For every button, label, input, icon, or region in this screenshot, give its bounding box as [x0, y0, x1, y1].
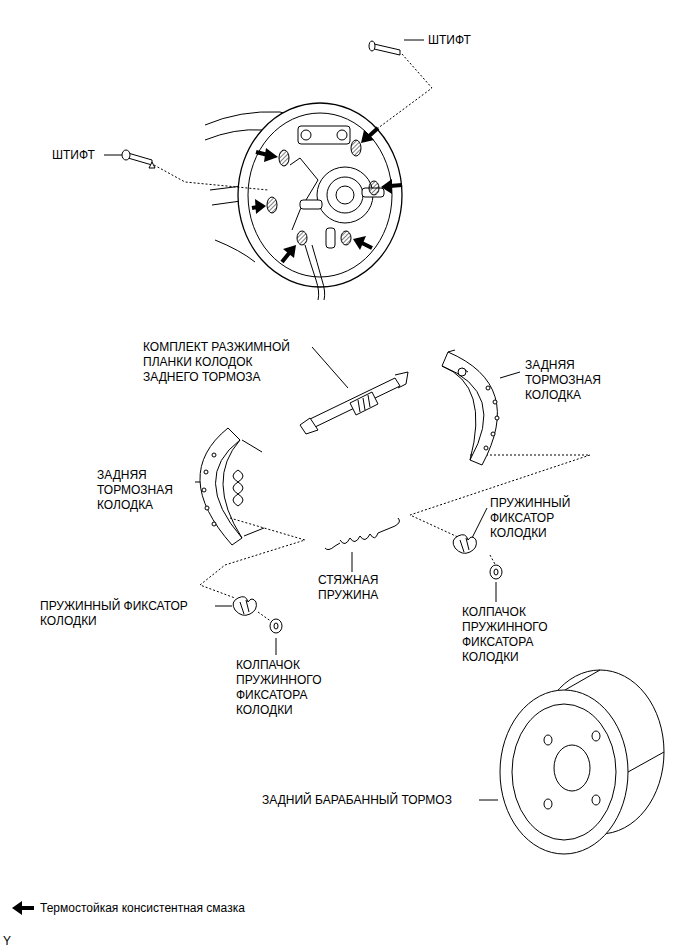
part-label: ПРУЖИННЫЙ ФИКСАТОР КОЛОДКИ [40, 599, 210, 629]
pins [122, 41, 400, 168]
part-label: ЗАДНИЙ БАРАБАННЫЙ ТОРМОЗ [262, 793, 477, 808]
backing-plate [238, 103, 402, 300]
part-label: ПРУЖИННЫЙ ФИКСАТОР КОЛОДКИ [490, 496, 600, 541]
part-label: ШТИФТ [428, 33, 508, 48]
legend-text: Термостойкая консистентная смазка [40, 901, 440, 916]
part-label: КОЛПАЧОК ПРУЖИННОГО ФИКСАТОРА КОЛОДКИ [462, 605, 572, 665]
part-label: КОМПЛЕКТ РАЗЖИМНОЙ ПЛАНКИ КОЛОДОК ЗАДНЕГ… [143, 340, 308, 385]
part-label: КОЛПАЧОК ПРУЖИННОГО ФИКСАТОРА КОЛОДКИ [236, 658, 346, 718]
part-label: ЗАДНЯЯ ТОРМОЗНАЯ КОЛОДКА [525, 358, 620, 403]
rear-brake-shoe-left [200, 428, 264, 545]
figure-code: Y [3, 934, 23, 949]
part-label: СТЯЖНАЯ ПРУЖИНА [318, 573, 403, 603]
shoe-hold-down-springs [233, 535, 476, 616]
leader-lines [104, 40, 520, 800]
grease-points [267, 140, 379, 245]
adjuster-strut [300, 372, 408, 434]
rear-brake-shoe-right [442, 350, 499, 465]
grease-arrows [252, 128, 402, 262]
part-label: ЗАДНЯЯ ТОРМОЗНАЯ КОЛОДКА [97, 468, 192, 513]
part-label: ШТИФТ [52, 148, 112, 163]
legend-arrow-symbol [12, 901, 34, 915]
tension-spring [325, 518, 399, 550]
brake-drum [500, 670, 664, 854]
